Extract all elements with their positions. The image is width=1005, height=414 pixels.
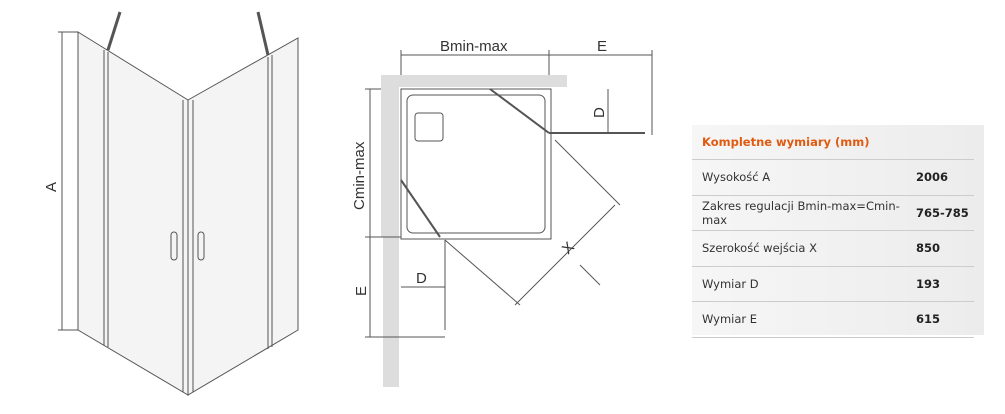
dimensions-table: Kompletne wymiary (mm) Wysokość A 2006 Za… xyxy=(692,125,984,338)
label-x: X xyxy=(559,239,578,258)
label-d-top: D xyxy=(591,107,608,118)
table-row: Wymiar E 615 xyxy=(692,302,974,338)
label-cminmax: Cmin-max xyxy=(351,141,368,210)
row-label: Szerokość wejścia X xyxy=(702,241,817,256)
table-row: Wymiar D 193 xyxy=(692,267,974,302)
row-value: 765-785 xyxy=(916,205,969,220)
row-label: Zakres regulacji Bmin-max=Cmin-max xyxy=(702,198,900,227)
label-e-top: E xyxy=(597,38,607,55)
table-title: Kompletne wymiary (mm) xyxy=(692,125,974,160)
row-label: Wysokość A xyxy=(702,170,771,185)
row-value: 193 xyxy=(916,276,941,291)
table-row: Wysokość A 2006 xyxy=(692,160,974,196)
label-a: A xyxy=(43,182,60,192)
table-row: Zakres regulacji Bmin-max=Cmin-max 765-78… xyxy=(692,196,974,231)
label-d-bottom: D xyxy=(416,270,427,287)
table-row: Szerokość wejścia X 850 xyxy=(692,231,974,267)
label-e-bottom: E xyxy=(353,286,370,296)
row-value: 850 xyxy=(916,241,941,256)
label-bminmax: Bmin-max xyxy=(440,38,508,55)
row-value: 2006 xyxy=(916,170,949,185)
front-view xyxy=(58,11,299,396)
row-label: Wymiar D xyxy=(702,276,759,291)
plan-view xyxy=(365,50,653,387)
row-value: 615 xyxy=(916,312,941,327)
row-label: Wymiar E xyxy=(702,312,758,327)
